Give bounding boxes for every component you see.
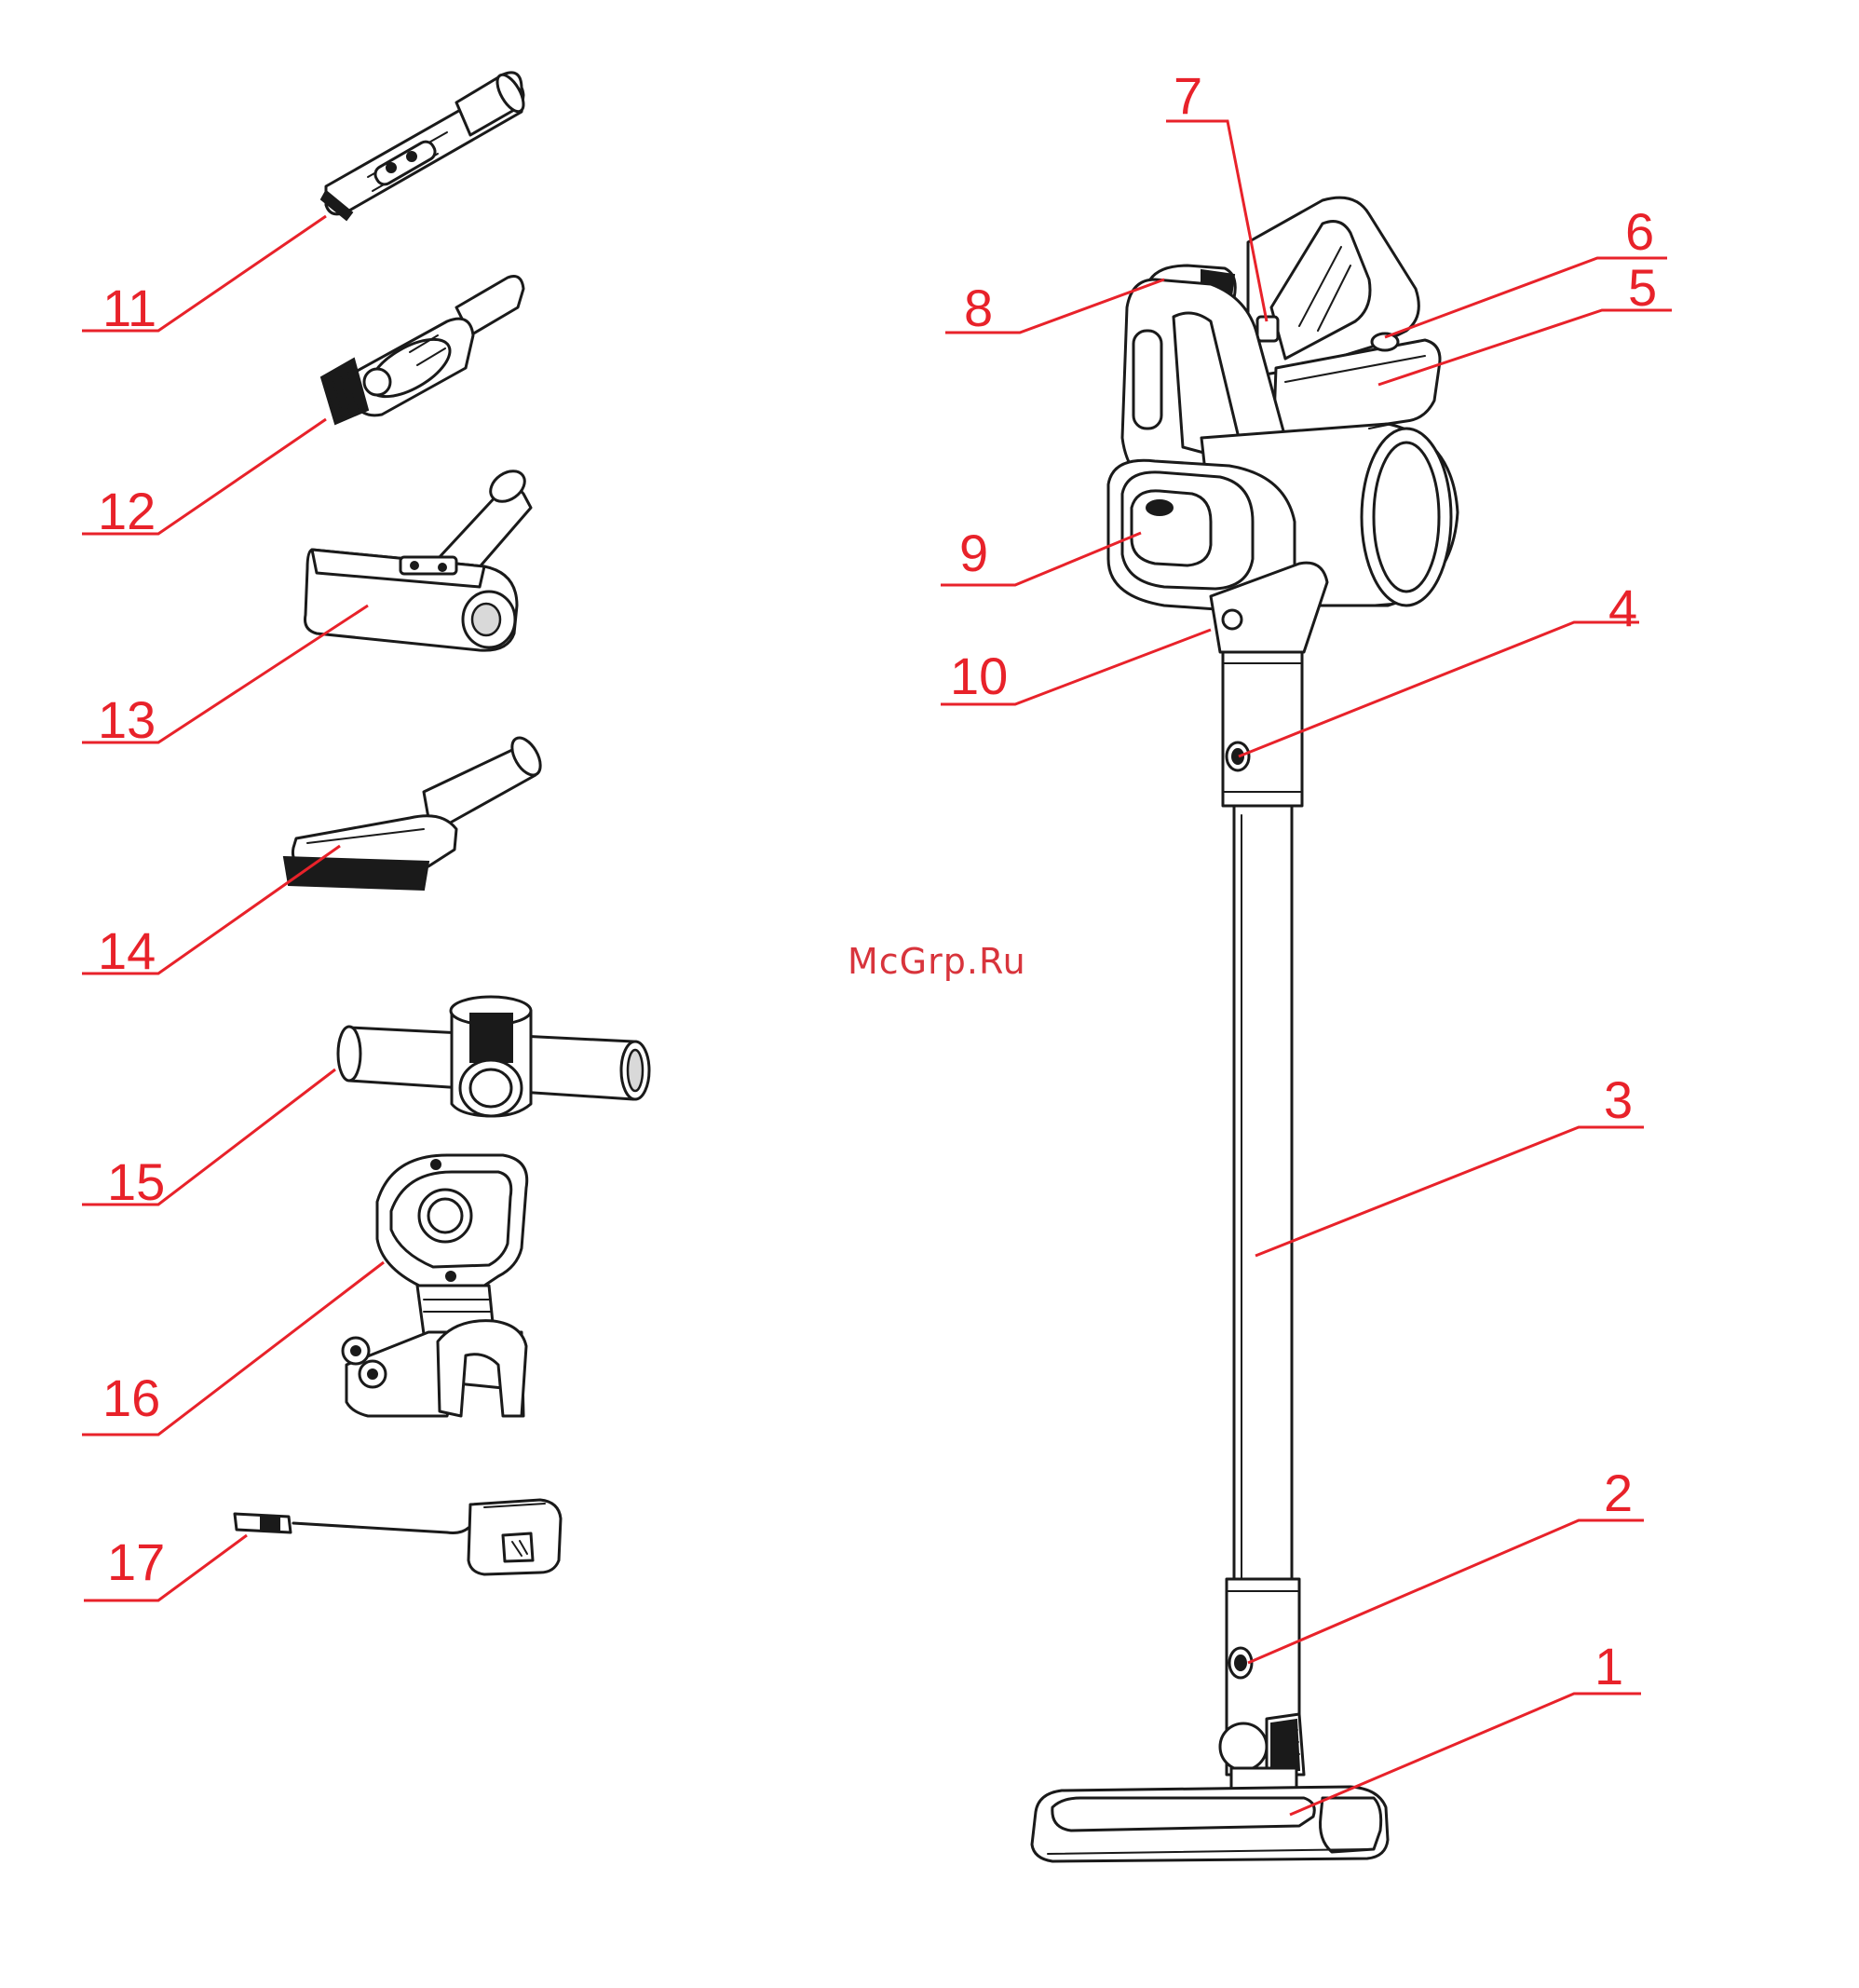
callout-14-label: 14 xyxy=(98,921,156,980)
callout-7-label: 7 xyxy=(1174,66,1202,125)
callout-6: 6 xyxy=(1385,202,1667,337)
watermark: McGrp.Ru xyxy=(848,941,1026,982)
callout-11: 11 xyxy=(82,216,326,337)
crevice-tool-drawing xyxy=(321,71,529,220)
callout-5-label: 5 xyxy=(1628,258,1657,317)
callout-4-label: 4 xyxy=(1608,579,1637,637)
callout-12: 12 xyxy=(82,419,326,540)
callout-17: 17 xyxy=(84,1532,247,1600)
t-connector-drawing xyxy=(338,997,649,1116)
callout-9-label: 9 xyxy=(959,524,988,582)
callout-10-label: 10 xyxy=(950,647,1008,705)
callout-16-label: 16 xyxy=(102,1368,160,1427)
callout-12-label: 12 xyxy=(98,482,156,540)
callout-16: 16 xyxy=(82,1262,384,1435)
callout-3: 3 xyxy=(1255,1070,1644,1256)
callout-11-label: 11 xyxy=(102,279,156,337)
callout-15: 15 xyxy=(82,1069,335,1211)
callout-10: 10 xyxy=(941,630,1211,705)
motorized-brush-drawing xyxy=(305,465,532,650)
dusting-brush-drawing xyxy=(321,277,523,425)
callout-2-label: 2 xyxy=(1604,1464,1633,1522)
callout-8-label: 8 xyxy=(964,279,993,337)
callout-6-label: 6 xyxy=(1625,202,1654,261)
callout-13-label: 13 xyxy=(98,690,156,749)
callout-2: 2 xyxy=(1248,1464,1644,1663)
wall-mount-drawing xyxy=(343,1155,527,1416)
upholstery-brush-drawing xyxy=(284,733,546,890)
stick-vacuum-drawing xyxy=(1032,197,1458,1861)
callout-1-label: 1 xyxy=(1594,1637,1623,1695)
callout-15-label: 15 xyxy=(107,1152,165,1211)
callout-3-label: 3 xyxy=(1604,1070,1633,1129)
callout-17-label: 17 xyxy=(107,1532,165,1591)
charger-drawing xyxy=(235,1500,561,1574)
